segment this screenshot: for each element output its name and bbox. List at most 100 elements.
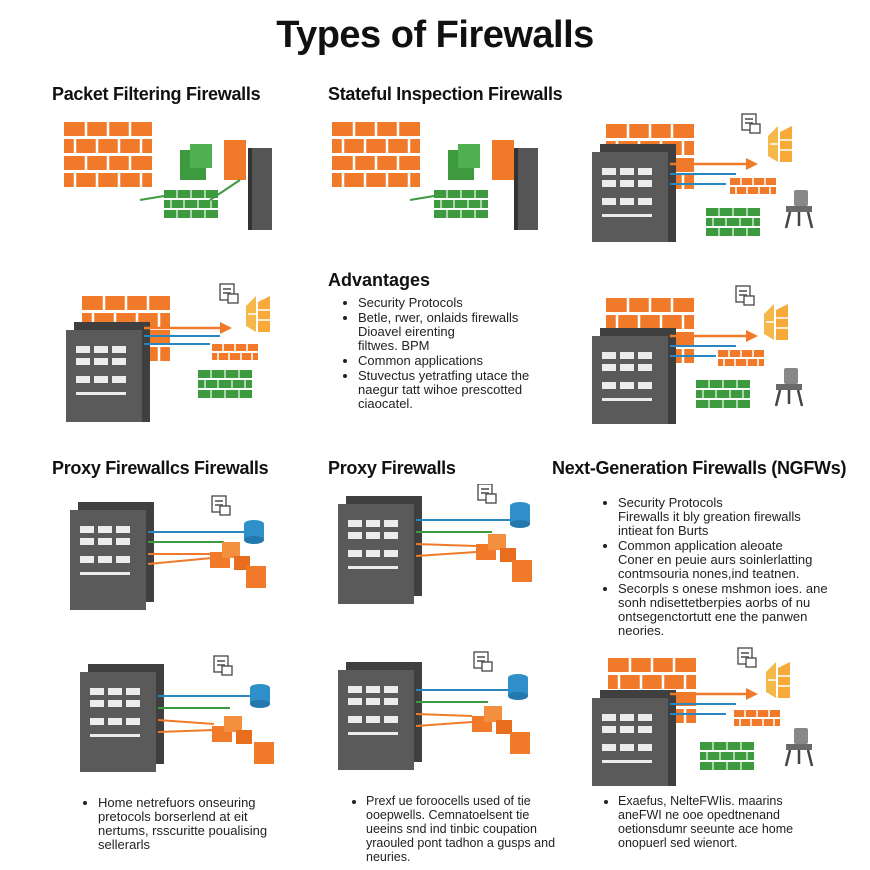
list-item-line: nertums, rsscuritte poualising: [98, 823, 268, 838]
list-item-line: ooepwells. Cemnatoelsent tie: [366, 808, 530, 822]
yellow-firewall-icon: [765, 661, 791, 699]
heading-proxy-center: Proxy Firewalls: [328, 458, 456, 478]
brick-wall-icon: [62, 120, 154, 189]
document-icon: [741, 113, 761, 134]
server-icon: [70, 502, 154, 610]
chair-icon: [774, 366, 804, 408]
packet-filtering-illustration: [60, 118, 290, 238]
list-item-line: Coner en peuie aurs soinlerlatting: [618, 552, 813, 567]
bottom-center-list: Prexf ue foroocells used of tieooepwells…: [348, 794, 596, 865]
list-item-line: aneFWI ne ooe opedtnenand: [618, 808, 780, 822]
cubes-icon: [212, 716, 252, 744]
list-item: Prexf ue foroocells used of tieooepwells…: [366, 794, 596, 864]
document-icon: [477, 484, 497, 504]
advantages-heading: Advantages: [328, 270, 431, 290]
list-item-line: oetionsdumr seeunte ace home: [618, 822, 794, 836]
proxy-illustration-bottom-left: [74, 652, 304, 782]
heading-ngfw: Next-Generation Firewalls (NGFWs): [552, 458, 847, 478]
list-item-line: contmsouria nones,ind teatnen.: [618, 566, 800, 581]
server-icon: [592, 328, 676, 424]
heading-packet-filtering: Packet Filtering Firewalls: [52, 84, 261, 104]
list-item-line: Security Protocols: [618, 495, 723, 510]
list-item-line: Stuvectus yetratfing utace the: [358, 368, 530, 383]
list-item-line: Home netrefuors onseuring: [98, 795, 256, 810]
list-item-line: Secorpls s onese mshmon ioes. ane: [618, 581, 828, 596]
small-brick-icon: [729, 177, 777, 195]
cubes-icon: [476, 534, 516, 562]
document-icon: [735, 285, 755, 306]
green-brick-icon: [699, 741, 755, 771]
document-icon: [219, 283, 239, 304]
list-item-line: sellerarls: [98, 837, 151, 852]
server-icon: [80, 664, 164, 772]
list-item-line: Firewalls it bly greation firewalls: [618, 509, 801, 524]
yellow-firewall-icon: [763, 303, 789, 341]
list-item-line: Exaefus, NelteFWIis. maarins: [618, 794, 783, 808]
list-item-line: Dioavel eirenting: [358, 324, 455, 339]
page-title: Types of Firewalls: [276, 14, 594, 56]
heading-stateful-inspection: Stateful Inspection Firewalls: [328, 84, 563, 104]
stateful-illustration: [330, 118, 560, 238]
document-icon: [213, 655, 233, 676]
list-item-line: Betle, rwer, onlaids firewalls: [358, 310, 519, 325]
chair-icon: [784, 188, 814, 230]
server-icon: [592, 690, 676, 786]
document-icon: [473, 651, 493, 672]
list-item-line: Common application aleoate: [618, 538, 783, 553]
list-item: Security Protocols: [358, 296, 598, 310]
green-brick-icon: [197, 369, 253, 399]
green-brick-icon: [705, 207, 761, 237]
green-brick-icon: [163, 189, 219, 219]
list-item-line: neories.: [618, 623, 665, 638]
ngfw-illustration-bottom: [586, 646, 846, 786]
proxy-illustration-center: [332, 484, 562, 614]
heading-proxy-left: Proxy Firewallcs Firewalls: [52, 458, 269, 478]
list-item-line: Common applications: [358, 353, 484, 368]
list-item-line: yraouled pont tadhon a gusps and: [366, 836, 556, 850]
document-icon: [737, 647, 757, 668]
yellow-firewall-icon: [245, 295, 271, 333]
list-item-line: ciaocatel.: [358, 396, 413, 411]
server-icon: [338, 662, 422, 770]
ngfw-illustration-top: [586, 112, 846, 242]
list-item-line: pretocols borserlend at eit: [98, 809, 248, 824]
document-icon: [211, 495, 231, 516]
list-item-line: intieat fon Burts: [618, 523, 709, 538]
green-brick-icon: [433, 189, 489, 219]
advantages-list: Security ProtocolsBetle, rwer, onlaids f…: [340, 296, 598, 412]
small-brick-icon: [717, 349, 765, 367]
list-item-line: onopuerl sed wienort.: [618, 836, 738, 850]
green-brick-icon: [695, 379, 751, 409]
small-brick-icon: [733, 709, 781, 727]
yellow-firewall-icon: [767, 125, 793, 163]
small-brick-icon: [211, 343, 259, 361]
list-item-line: Prexf ue foroocells used of tie: [366, 794, 531, 808]
ngfw-illustration-middle: [586, 284, 846, 424]
brick-wall-icon: [330, 120, 422, 189]
chair-icon: [784, 726, 814, 768]
server-icon: [66, 322, 150, 422]
list-item-line: ueeins snd ind tinbic coupation: [366, 822, 537, 836]
list-item-line: neuries.: [366, 850, 411, 864]
list-item: Common applications: [358, 354, 598, 368]
cubes-icon: [210, 542, 250, 570]
list-item-line: naegur tatt wihoe prescotted: [358, 382, 523, 397]
packet-illustration-2: [60, 282, 310, 422]
proxy-illustration-left: [64, 486, 294, 616]
list-item-line: Security Protocols: [358, 295, 463, 310]
cubes-icon: [472, 706, 512, 734]
server-icon: [592, 144, 676, 242]
proxy-illustration-bottom-center: [332, 650, 562, 780]
list-item-line: filtwes. BPM: [358, 338, 430, 353]
list-item-line: ontsegenctortutt ene the panwen: [618, 609, 808, 624]
